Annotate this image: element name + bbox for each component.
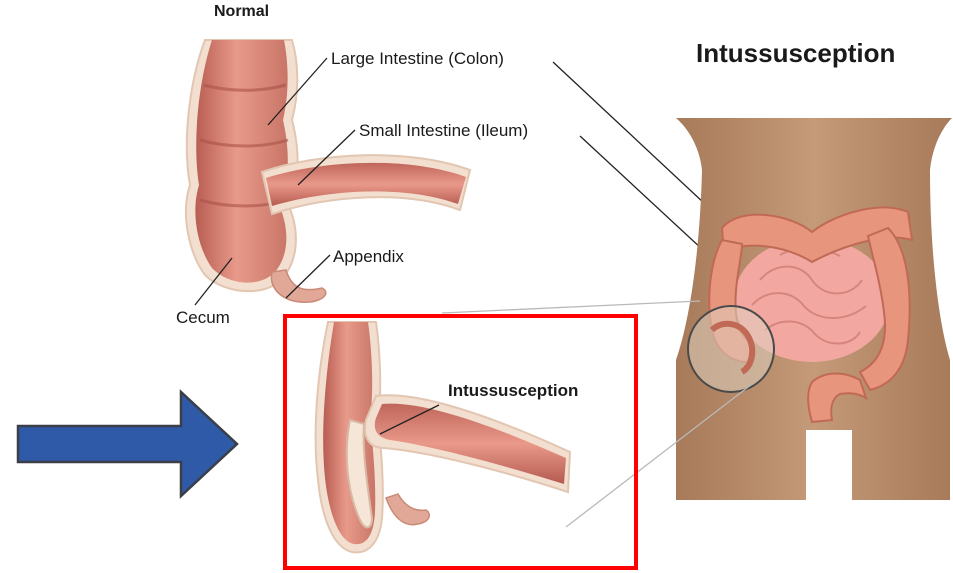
arrow-right-icon [18,392,237,496]
inset-intussusception-label: Intussusception [448,381,578,401]
inset-intussusception-illustration [316,322,570,552]
torso-illustration [676,118,952,505]
small-intestine-label: Small Intestine (Ileum) [359,121,528,141]
normal-title: Normal [214,3,269,21]
large-intestine-label: Large Intestine (Colon) [331,49,504,69]
cecum-label: Cecum [176,308,230,328]
main-title: Intussusception [696,38,895,69]
appendix-label: Appendix [333,247,404,267]
